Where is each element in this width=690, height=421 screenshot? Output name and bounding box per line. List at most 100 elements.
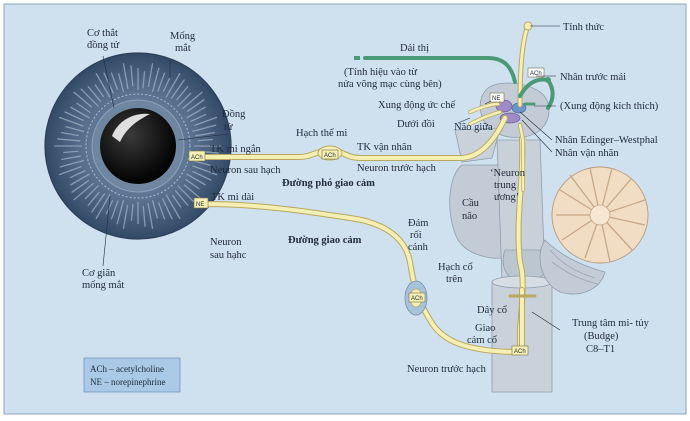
label-neuron-trung-uong-line3: ương’ — [494, 192, 519, 203]
label-mong-mat-line1: Mống — [170, 31, 196, 42]
iris-striation — [165, 72, 181, 98]
iris-striation — [183, 184, 203, 201]
iris-striation — [57, 138, 81, 142]
iris-striation — [73, 91, 93, 108]
label-neuron-trung-uong-line1: ‘Neuron — [490, 168, 526, 179]
labels: Cơ thắt đồng tử Mống mắt Đồng tử Cơ giãn… — [82, 22, 659, 375]
svg-text:ACh: ACh — [530, 71, 542, 77]
iris-striation — [186, 106, 206, 119]
iris-striation — [69, 169, 86, 179]
iris-striation — [162, 77, 171, 92]
label-mong-mat-line2: mắt — [175, 43, 191, 54]
label-dam-roi-line1: Đám — [408, 218, 428, 229]
label-neuron-sau-hach-2-line1: Neuron — [210, 237, 242, 248]
label-neuron-sau-hach: Neuron sau hạch — [210, 165, 281, 176]
iris-striation — [64, 111, 84, 122]
iris-striation — [73, 182, 94, 201]
iris-striation — [122, 63, 129, 89]
iris-striation — [87, 191, 100, 207]
label-hach-the-mi: Hạch thể mi — [296, 128, 347, 139]
iris-striation — [157, 72, 166, 92]
iris-striation — [84, 185, 99, 200]
label-dai-thi: Dải thị — [400, 43, 429, 54]
iris-striation — [58, 116, 84, 127]
svg-text:ACh: ACh — [514, 349, 526, 355]
iris-striation — [195, 131, 215, 137]
iris-striation — [177, 185, 196, 204]
iris-striation — [186, 99, 205, 113]
svg-text:ACh: ACh — [411, 296, 423, 302]
label-giao-cam-co-line1: Giao — [475, 323, 495, 334]
label-nhan-truoc-mai: Nhân trước mái — [560, 72, 626, 83]
label-tin-hieu-line1: (Tính hiệu vào từ — [344, 67, 417, 78]
ne-tag-eye: NE — [193, 197, 209, 209]
label-giao-cam-co-line2: cảm cổ — [467, 335, 497, 346]
label-duoi-doi: Dưới đồi — [397, 119, 435, 130]
label-cau-nao-line1: Cầu — [462, 198, 480, 209]
label-tinh-thuc: Tỉnh thức — [563, 22, 604, 33]
iris-striation — [87, 85, 102, 102]
iris-striation — [110, 72, 119, 90]
iris-striation — [165, 194, 181, 220]
iris-striation — [192, 170, 212, 181]
iris-striation — [130, 65, 134, 87]
label-trung-tam-line1: Trung tâm mi- tủy — [572, 318, 650, 329]
label-duong-giao-cam: Đường giao cảm — [288, 235, 362, 246]
label-co-gian-line1: Cơ giãn — [82, 268, 116, 279]
iris-striation — [170, 79, 185, 99]
ach-tag-spinal: ACh — [511, 345, 529, 356]
iris-striation — [191, 124, 217, 133]
iris-striation — [190, 113, 207, 123]
iris-striation — [95, 194, 111, 220]
iris-striation — [61, 131, 80, 137]
iris-striation — [171, 194, 182, 208]
label-cau-nao-line2: não — [462, 211, 477, 222]
iris-striation — [182, 91, 203, 110]
iris-striation — [63, 150, 79, 154]
label-co-gian-line2: mống mắt — [82, 280, 124, 291]
iris-striation — [161, 198, 173, 220]
iris-striation — [197, 138, 213, 142]
svg-text:ACh: ACh — [191, 155, 203, 161]
iris-striation — [91, 193, 106, 213]
label-dam-roi-line2: rối — [410, 230, 422, 241]
iris-striation — [122, 204, 129, 229]
iris-striation — [80, 88, 99, 107]
iris-striation — [71, 179, 90, 193]
iris-striation — [157, 202, 166, 220]
label-dam-roi-line3: cảnh — [408, 242, 429, 253]
iris-striation — [105, 200, 114, 215]
label-trung-tam-line2: (Budge) — [584, 331, 619, 342]
iris-striation — [142, 205, 146, 227]
iris-striation — [116, 199, 125, 225]
eye — [44, 52, 232, 240]
iris-striation — [194, 116, 218, 127]
label-hach-co-tren-line2: trên — [446, 274, 463, 285]
label-neuron-truoc-hach-2: Neuron trước hạch — [407, 364, 487, 375]
iris-striation — [95, 72, 111, 98]
label-nhan-edinger: Nhân Edinger–Westphal — [555, 135, 658, 146]
iris-striation — [110, 200, 119, 220]
label-neuron-trung-uong-line2: trung — [494, 180, 517, 191]
label-tk-mi-dai: TK mi dài — [211, 192, 254, 203]
label-dong-tu-line1: Đồng — [222, 109, 246, 120]
label-xung-dong-uc-che: Xung động ức chế — [378, 100, 455, 111]
iris-striation — [147, 203, 154, 229]
ach-tag-pretectal: ACh — [527, 67, 545, 78]
iris-striation — [61, 155, 81, 161]
iris-striation — [176, 85, 189, 101]
iris-striation — [191, 159, 211, 167]
label-nhan-van-nhan: Nhân vận nhãn — [555, 148, 619, 159]
label-duong-pho-giao-cam: Đường phó giao cảm — [282, 178, 375, 189]
iris-striation — [186, 173, 206, 186]
nerve-paths — [202, 23, 555, 356]
neurotransmitter-tags: ACh ACh NE ACh ACh ACh NE — [188, 67, 545, 356]
label-tk-van-nhan: TK vận nhãn — [357, 142, 413, 153]
label-trung-tam-line3: C8–T1 — [586, 344, 615, 355]
label-day-co: Dây cổ — [477, 305, 507, 316]
ach-tag-cervical: ACh — [408, 292, 426, 303]
label-dong-tu-line2: tử — [224, 122, 233, 133]
label-co-that-line2: đồng tử — [87, 40, 120, 51]
